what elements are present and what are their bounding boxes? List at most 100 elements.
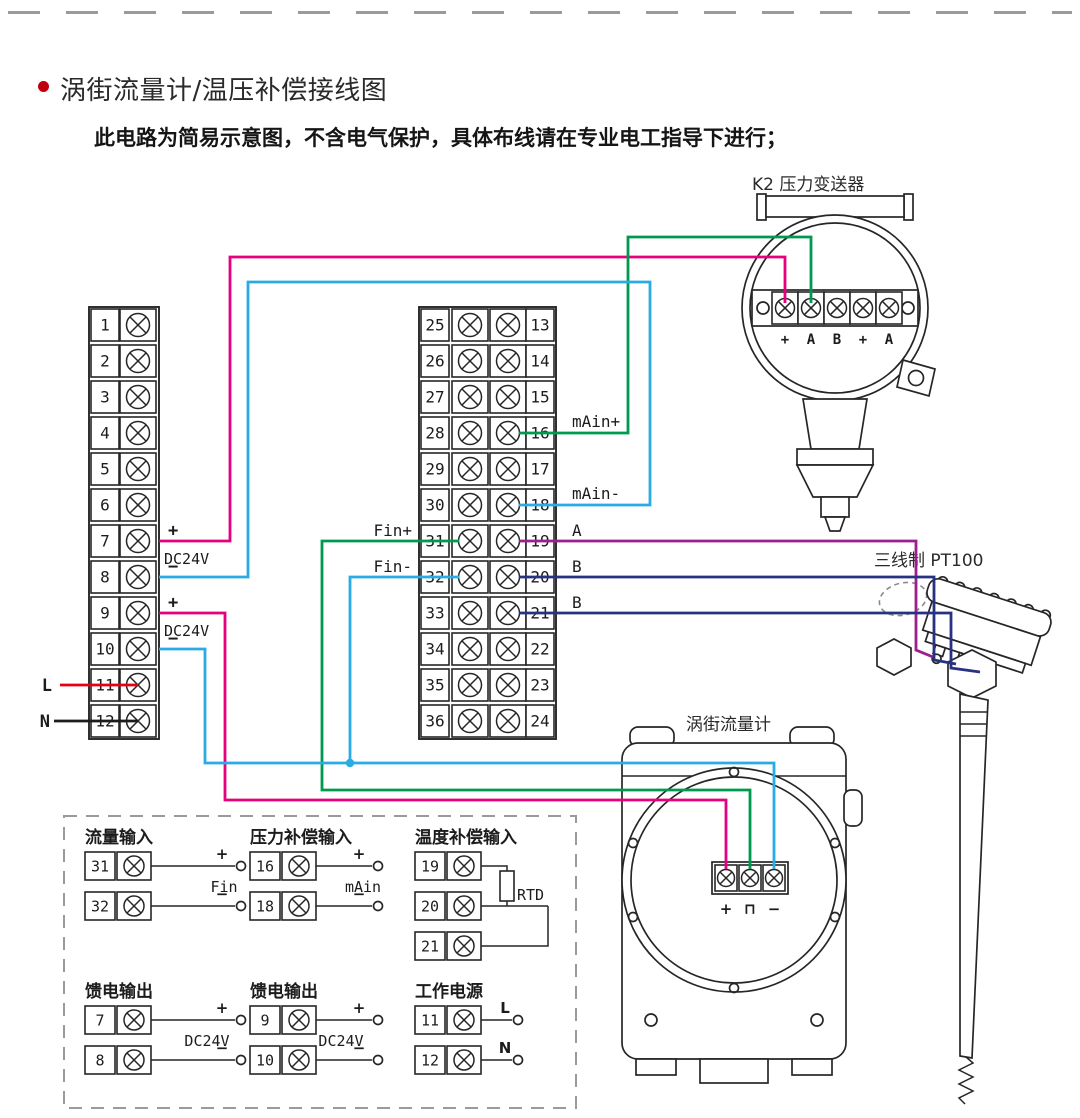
terminal-number: 4	[100, 424, 110, 443]
wire-cyan	[348, 575, 459, 763]
terminal-number: 8	[95, 1052, 104, 1070]
page-break-dashed-line	[8, 11, 1072, 14]
terminal-number-cell	[525, 632, 555, 666]
terminal-number-cell	[249, 1045, 281, 1075]
terminal-number-cell	[525, 668, 555, 702]
terminal-number: 34	[425, 640, 444, 659]
group-label: mAin	[345, 878, 381, 896]
terminal-number-cell	[414, 931, 446, 961]
terminal-number: 29	[425, 460, 444, 479]
terminal-screw	[489, 308, 527, 342]
terminal-number: 30	[425, 496, 444, 515]
terminal-number: 24	[530, 712, 549, 731]
terminal-screw	[446, 1005, 482, 1035]
terminal-number: 5	[100, 460, 110, 479]
bolt	[627, 837, 639, 849]
terminal-number-cell	[90, 632, 120, 666]
legend-panel-title: 温度补偿输入	[415, 827, 517, 848]
transmitter-terminal-label: +	[859, 332, 867, 348]
wire-cyan	[159, 647, 776, 869]
terminal-number-cell	[90, 560, 120, 594]
wire-magenta	[159, 255, 787, 543]
terminal-number: 27	[425, 388, 444, 407]
legend-panel-title: 馈电输出	[85, 981, 153, 1002]
terminal-sign: N	[499, 1039, 512, 1057]
terminal-number-cell	[420, 668, 450, 702]
fitting-hex	[947, 649, 997, 699]
stub-wire	[481, 865, 508, 871]
terminal-screw	[119, 524, 157, 558]
terminal-number: 9	[100, 604, 110, 623]
terminal-number-cell	[90, 308, 120, 342]
open-terminal	[372, 900, 384, 912]
terminal-screw	[446, 931, 482, 961]
pt100-label: 三线制 PT100	[874, 551, 984, 571]
bolt	[627, 911, 639, 923]
terminal-number: 35	[425, 676, 444, 695]
terminal-number: 32	[91, 898, 109, 916]
terminal-sign: −	[353, 885, 366, 903]
terminal-screw	[451, 416, 489, 450]
terminal-number-cell	[90, 488, 120, 522]
signal-labels: K2 压力变送器 三线制 PT100 涡街流量计 mAin+ mAin- A B…	[40, 175, 984, 735]
terminal-number: 16	[256, 858, 274, 876]
legend-panel-title: 流量输入	[85, 827, 153, 848]
terminal-number-cell	[420, 380, 450, 414]
wire-cyan	[159, 280, 652, 579]
terminal-sign: +	[353, 845, 366, 863]
group-label: Fin	[210, 878, 237, 896]
label-dc24v: DC24V	[164, 622, 209, 640]
open-terminal	[372, 1054, 384, 1066]
terminal-number: 6	[100, 496, 110, 515]
open-terminal	[235, 1054, 247, 1066]
label-plus: +	[168, 521, 178, 541]
terminal-number-cell	[420, 596, 450, 630]
label-line-l: L	[42, 676, 52, 696]
terminal-screw	[489, 452, 527, 486]
rtd-resistor	[499, 870, 515, 902]
terminal-screw	[823, 291, 851, 325]
hex-nut	[876, 638, 912, 676]
transmitter-terminal-label: +	[781, 332, 789, 348]
spring-tail	[957, 1056, 975, 1105]
terminal-screw	[451, 596, 489, 630]
terminal-number-cell	[525, 308, 555, 342]
terminal-number-cell	[414, 1045, 446, 1075]
terminal-number-cell	[525, 380, 555, 414]
wire-navy	[519, 575, 957, 666]
flowmeter-terminal-label: −	[768, 900, 781, 918]
terminal-number: 22	[530, 640, 549, 659]
terminal-sign: +	[353, 999, 366, 1017]
terminal-number: 25	[425, 316, 444, 335]
terminal-screw	[116, 891, 152, 921]
terminal-screw	[119, 452, 157, 486]
vortex-flowmeter: +⊓−	[621, 726, 863, 1084]
terminal-screw	[451, 452, 489, 486]
label-main-plus: mAin+	[572, 412, 620, 431]
terminal-number: 33	[425, 604, 444, 623]
terminal-number-cell	[414, 851, 446, 881]
terminal-number: 1	[100, 316, 110, 335]
terminal-number: 7	[95, 1012, 104, 1030]
terminal-number-cell	[90, 416, 120, 450]
hex-nut	[795, 464, 875, 498]
terminal-number: 26	[425, 352, 444, 371]
terminal-screw	[489, 668, 527, 702]
terminal-number-cell	[90, 452, 120, 486]
terminal-number-cell	[90, 596, 120, 630]
terminal-sign: L	[500, 999, 510, 1017]
open-terminal	[512, 1054, 524, 1066]
block-outline	[88, 306, 160, 740]
group-label: DC24V	[318, 1032, 363, 1050]
page-title: 涡街流量计/温压补偿接线图	[60, 76, 388, 106]
terminal-screw	[116, 1045, 152, 1075]
legend-panel-title: 馈电输出	[250, 981, 318, 1002]
wire-magenta	[159, 611, 728, 869]
terminal-screw	[119, 416, 157, 450]
open-terminal	[372, 1014, 384, 1026]
terminal-screw	[281, 1005, 317, 1035]
terminal-number-cell	[90, 344, 120, 378]
bolt	[829, 837, 841, 849]
